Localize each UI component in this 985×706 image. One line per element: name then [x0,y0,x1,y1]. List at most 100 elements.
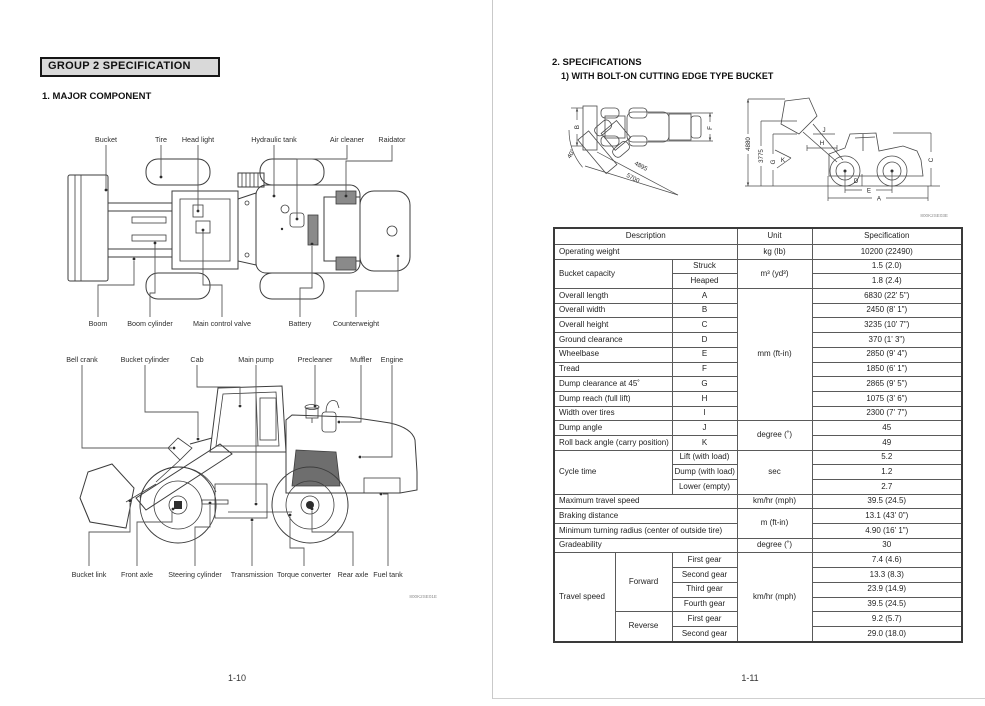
engine-compartment-shape [291,449,341,487]
spec-cell: 13.3 (8.3) [811,567,963,583]
spec-cell: First gear [671,552,738,569]
dim-label-3775: 3775 [758,149,765,163]
spec-cell: Dump clearance at 45˚ [553,376,673,392]
fig1-labels: Bucket Tire Head light Hydraulic tank Ai… [89,135,407,328]
fig1-leader-lines [97,145,400,317]
subsection-title-bucket-type: 1) WITH BOLT-ON CUTTING EDGE TYPE BUCKET [561,71,774,81]
part-label: Rear axle [338,570,369,579]
part-label: Counterweight [333,319,379,328]
dim-label-G: G [770,159,777,164]
spec-cell: Lift (with load) [671,449,738,466]
boom-cylinder-shape [131,216,167,224]
spec-cell: A [671,288,738,304]
spec-cell: sec [736,449,813,495]
spec-cell: 23.9 (14.9) [811,581,963,598]
major-component-side-view-figure: Bell crank Bucket cylinder Cab Main pump… [66,355,437,599]
steering-cylinder-shape [201,499,229,505]
articulation-joint-shape [237,192,257,266]
dim-label-K: K [781,157,786,164]
spec-cell: H [671,390,738,407]
section-title-major-component: 1. MAJOR COMPONENT [42,91,152,102]
spec-cell: 9.2 (5.7) [811,611,963,627]
page-number-left: 1-10 [227,673,246,683]
spec-cell: Dump reach (full lift) [553,390,673,407]
spec-cell: Overall length [553,288,673,304]
spec-cell: 45 [811,420,963,436]
spec-cell: Travel speed [553,552,616,643]
spec-cell: km/hr (mph) [736,552,813,643]
front-frame-shape [171,190,239,270]
major-component-top-view-figure: Bucket Tire Head light Hydraulic tank Ai… [67,135,411,328]
cab-shape [209,385,287,453]
spec-cell: I [671,405,738,422]
front-tire-shape [145,158,211,186]
loader-side-view-drawing [79,385,418,544]
spec-cell: 13.1 (43' 0") [811,508,963,525]
page-bottom-edge [493,698,985,699]
boom-shape [135,443,233,511]
transmission-shape [214,483,268,519]
part-label: Bell crank [66,355,98,364]
spec-cell: Tread [553,361,673,378]
spec-cell: 4.90 (16' 1") [811,523,963,539]
dim-label-F: F [707,126,714,130]
spec-cell: Wheelbase [553,346,673,363]
spec-cell: 2850 (9' 4") [811,346,963,363]
part-label: Main control valve [193,319,251,328]
spec-cell: K [671,434,738,451]
dim-label-E: E [867,188,871,195]
muffler-shape [321,411,337,433]
spec-cell: 10200 (22490) [811,244,963,260]
dim-label-J: J [822,127,825,134]
spec-cell: 39.5 (24.5) [811,493,963,510]
rear-body-shape [285,414,418,494]
spec-cell: m (ft-in) [736,508,813,539]
spec-cell: 5.2 [811,449,963,466]
dim-label-D: D [854,178,859,185]
boom-arm-shape [107,202,173,212]
spec-cell: 30 [811,537,963,554]
page-divider [492,0,493,699]
spec-cell: mm (ft-in) [736,288,813,422]
spec-cell: Lower (empty) [671,479,738,495]
spec-cell: 39.5 (24.5) [811,596,963,613]
spec-cell: Operating weight [553,244,738,260]
spec-cell: 1850 (6' 1") [811,361,963,378]
dimension-figure: B F 40˚ 4895 5700 [566,97,948,218]
spec-cell: Unit [736,227,813,245]
fuel-tank-shape [363,477,401,494]
fig2-labels: Bell crank Bucket cylinder Cab Main pump… [66,355,437,599]
figure-code: 800K2SE01E [409,594,437,599]
spec-cell: km/hr (mph) [736,493,813,510]
part-label: Transmission [231,570,273,579]
spec-cell: Cycle time [553,449,673,495]
spec-cell: m³ (yd³) [736,258,813,290]
spec-cell: Minimum turning radius (center of outsid… [553,523,738,539]
spec-cell: Second gear [671,625,738,643]
group-header-bar: GROUP 2 SPECIFICATION [40,57,220,77]
spec-cell: 3235 (10' 7") [811,317,963,334]
spec-cell: Specification [811,227,963,245]
loader-top-view-drawing [67,158,411,300]
dimension-top-view: B F 40˚ 4895 5700 [566,105,714,196]
figure-code: 800K2SE03E [920,213,948,218]
spec-cell: Fourth gear [671,596,738,613]
spec-cell: Struck [671,258,738,275]
front-fender-shape [139,466,217,499]
dim-label-4880: 4880 [745,137,752,151]
spec-cell: Maximum travel speed [553,493,738,510]
spec-cell: Gradeability [553,537,738,554]
spec-cell: 49 [811,434,963,451]
fig2-leader-lines [81,365,393,566]
spec-cell: Overall width [553,302,673,319]
spec-cell: Description [553,227,738,245]
part-label: Tire [155,135,167,144]
part-label: Hydraulic tank [251,135,297,144]
spec-cell: Braking distance [553,508,738,525]
spec-cell: B [671,302,738,319]
spec-cell: Third gear [671,581,738,598]
spec-cell: D [671,332,738,348]
spec-cell: J [671,420,738,436]
